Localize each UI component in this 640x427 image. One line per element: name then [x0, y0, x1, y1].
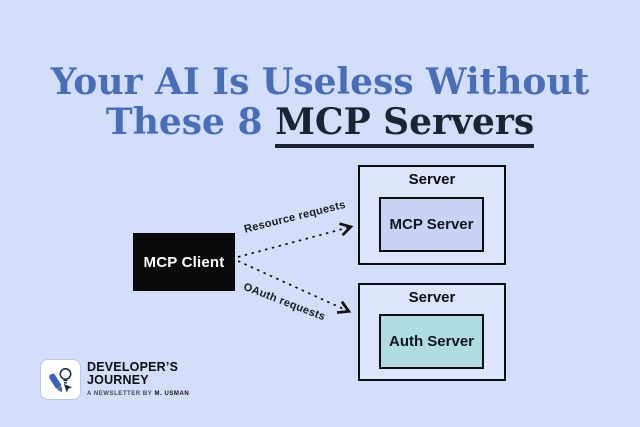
- server-node-mcp-title: Server: [408, 171, 456, 188]
- title-line-2-underlined: MCP Servers: [275, 101, 535, 149]
- oauth-requests-label: OAuth requests: [241, 281, 327, 324]
- title-line-1: Your AI Is Useless Without: [50, 61, 590, 103]
- brand-footer: DEVELOPER’S JOURNEY A NEWSLETTER BY M. U…: [40, 359, 189, 400]
- mcp-server-box: MCP Server: [379, 197, 484, 252]
- brand-name-line-1: DEVELOPER’S: [87, 360, 179, 374]
- pencil-lightbulb-cursor-icon: [48, 367, 72, 393]
- server-node-mcp: Server MCP Server: [358, 165, 506, 265]
- brand-tagline-prefix: A NEWSLETTER BY: [87, 390, 155, 397]
- brand-name-line-2: JOURNEY: [87, 373, 149, 388]
- brand-logo-tile: [40, 359, 81, 400]
- title-line-2: These 8 MCP Servers: [0, 101, 640, 149]
- brand-tagline-author: M. USMAN: [154, 390, 190, 397]
- brand-tagline: A NEWSLETTER BY M. USMAN: [87, 391, 189, 397]
- server-node-auth: Server Auth Server: [358, 283, 506, 381]
- page-title: Your AI Is Useless Without These 8 MCP S…: [0, 61, 640, 149]
- resource-requests-label: Resource requests: [243, 198, 347, 236]
- title-line-2-prefix: These 8: [105, 101, 276, 144]
- auth-server-box: Auth Server: [379, 314, 484, 369]
- mcp-client-node: MCP Client: [133, 233, 235, 291]
- server-node-auth-title: Server: [408, 289, 456, 306]
- brand-text-block: DEVELOPER’S JOURNEY A NEWSLETTER BY M. U…: [87, 359, 189, 397]
